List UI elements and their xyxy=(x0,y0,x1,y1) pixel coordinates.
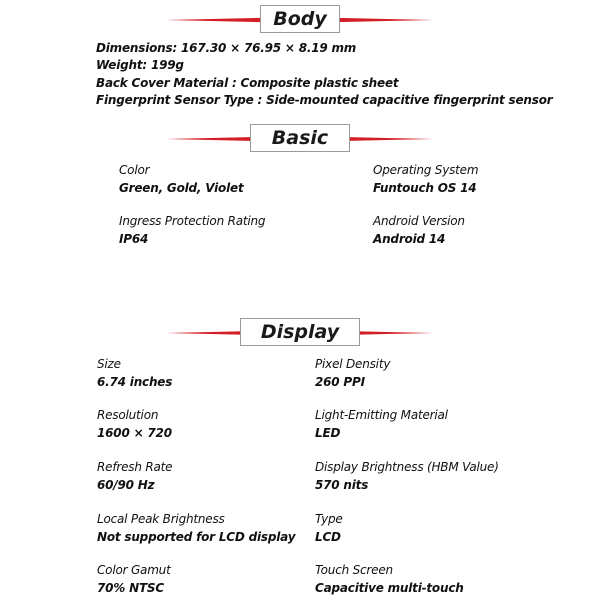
display-section-header: Display xyxy=(0,316,600,350)
spec-label: Local Peak Brightness xyxy=(97,512,225,526)
spec-value: LED xyxy=(315,425,341,440)
display-spec-type: Type LCD xyxy=(315,511,595,546)
spec-label: Android Version xyxy=(373,214,465,228)
display-spec-refresh-rate: Refresh Rate 60/90 Hz xyxy=(97,459,347,494)
spec-label: Refresh Rate xyxy=(97,460,173,474)
basic-section-header: Basic xyxy=(0,122,600,156)
body-section-title: Body xyxy=(260,5,340,33)
display-spec-size: Size 6.74 inches xyxy=(97,356,347,391)
display-spec-pixel-density: Pixel Density 260 PPI xyxy=(315,356,595,391)
spec-value: LCD xyxy=(315,529,341,544)
spec-value: Capacitive multi-touch xyxy=(315,580,464,595)
spec-label: Touch Screen xyxy=(315,563,393,577)
spec-label: Operating System xyxy=(373,163,479,177)
basic-spec-color: Color Green, Gold, Violet xyxy=(119,162,369,197)
spec-value: IP64 xyxy=(119,231,149,246)
spec-value: Android 14 xyxy=(373,231,446,246)
display-spec-light-material: Light-Emitting Material LED xyxy=(315,407,595,442)
spec-value: 260 PPI xyxy=(315,374,365,389)
basic-spec-android: Android Version Android 14 xyxy=(373,213,593,248)
body-spec-list: Dimensions: 167.30 × 76.95 × 8.19 mm Wei… xyxy=(96,40,596,109)
spec-label: Type xyxy=(315,512,343,526)
spec-value: 6.74 inches xyxy=(97,374,173,389)
body-back-cover: Back Cover Material : Composite plastic … xyxy=(96,75,399,90)
display-spec-color-gamut: Color Gamut 70% NTSC xyxy=(97,562,347,597)
spec-value: Not supported for LCD display xyxy=(97,529,296,544)
spec-label: Pixel Density xyxy=(315,357,391,371)
spec-label: Light-Emitting Material xyxy=(315,408,448,422)
spec-value: 1600 × 720 xyxy=(97,425,172,440)
basic-spec-ip-rating: Ingress Protection Rating IP64 xyxy=(119,213,369,248)
spec-label: Color Gamut xyxy=(97,563,171,577)
display-section-title: Display xyxy=(240,318,360,346)
body-weight: Weight: 199g xyxy=(96,58,184,73)
basic-section-title: Basic xyxy=(250,124,350,152)
display-spec-touch-screen: Touch Screen Capacitive multi-touch xyxy=(315,562,595,597)
display-spec-peak-brightness: Local Peak Brightness Not supported for … xyxy=(97,511,347,546)
body-section-header: Body xyxy=(0,3,600,37)
spec-value: 570 nits xyxy=(315,477,369,492)
basic-spec-os: Operating System Funtouch OS 14 xyxy=(373,162,593,197)
spec-value: Funtouch OS 14 xyxy=(373,180,477,195)
body-fingerprint: Fingerprint Sensor Type : Side-mounted c… xyxy=(96,92,553,107)
spec-label: Resolution xyxy=(97,408,159,422)
spec-label: Display Brightness (HBM Value) xyxy=(315,460,499,474)
display-spec-resolution: Resolution 1600 × 720 xyxy=(97,407,347,442)
spec-label: Color xyxy=(119,163,150,177)
display-spec-brightness: Display Brightness (HBM Value) 570 nits xyxy=(315,459,595,494)
spec-value: 70% NTSC xyxy=(97,580,164,595)
body-dimensions: Dimensions: 167.30 × 76.95 × 8.19 mm xyxy=(96,41,357,55)
spec-label: Ingress Protection Rating xyxy=(119,214,266,228)
spec-label: Size xyxy=(97,357,121,371)
spec-value: Green, Gold, Violet xyxy=(119,180,244,195)
spec-value: 60/90 Hz xyxy=(97,477,155,492)
